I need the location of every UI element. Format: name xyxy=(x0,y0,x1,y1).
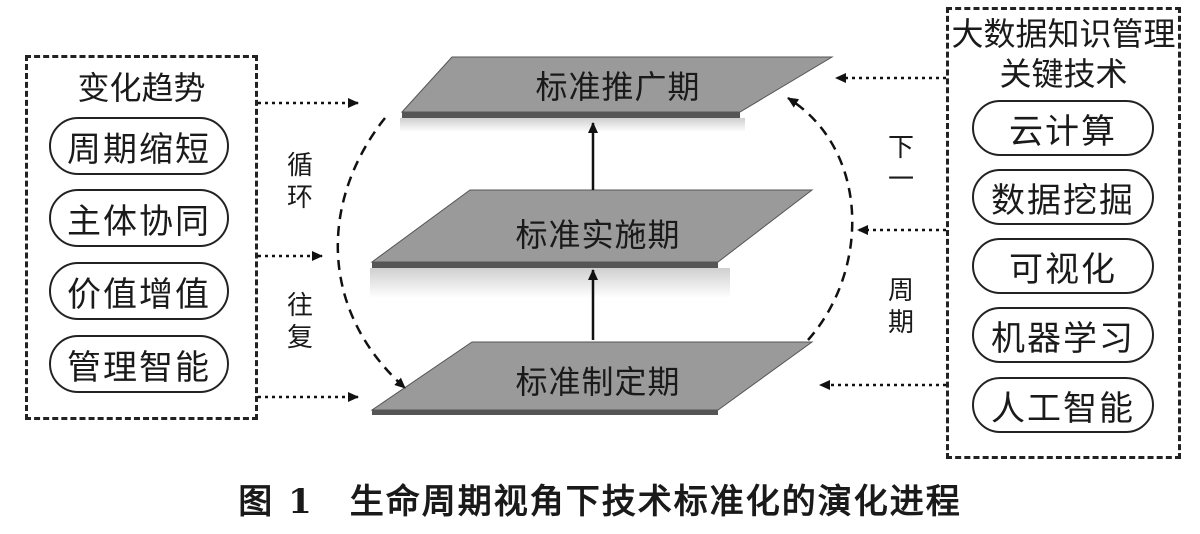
stage-implementation-label: 标准实施期 xyxy=(515,216,681,254)
technologies-box xyxy=(946,7,1181,459)
trend-item: 管理智能 xyxy=(49,335,229,393)
trend-item: 主体协同 xyxy=(49,189,229,247)
plane-bottom xyxy=(370,341,814,415)
trend-item: 周期缩短 xyxy=(49,117,229,175)
technology-item: 数据挖掘 xyxy=(972,169,1154,225)
trend-item: 价值增值 xyxy=(49,262,229,320)
cycle-label-part2: 往复 xyxy=(286,291,313,353)
next-cycle-label-part2: 周期 xyxy=(887,276,914,338)
trends-box xyxy=(25,55,258,420)
plane-top xyxy=(400,56,834,132)
cycle-curve-left xyxy=(336,117,406,389)
technologies-title-line2: 关键技术 xyxy=(999,55,1128,93)
technology-item: 可视化 xyxy=(972,238,1154,294)
stage-formulation-label: 标准制定期 xyxy=(515,363,681,401)
technology-item: 云计算 xyxy=(972,100,1154,156)
cycle-label-part1: 循环 xyxy=(286,151,313,213)
figure-caption: 图 1 生命周期视角下技术标准化的演化进程 xyxy=(238,482,962,522)
next-cycle-label-part1: 下一 xyxy=(887,133,914,195)
plane-middle xyxy=(370,189,814,298)
stage-promotion-label: 标准推广期 xyxy=(535,68,701,106)
next-cycle-curve-right xyxy=(787,96,854,341)
technologies-title-line1: 大数据知识管理 xyxy=(951,15,1176,53)
technology-item: 人工智能 xyxy=(972,377,1154,433)
technology-item: 机器学习 xyxy=(972,307,1154,363)
trends-title: 变化趋势 xyxy=(77,69,206,107)
